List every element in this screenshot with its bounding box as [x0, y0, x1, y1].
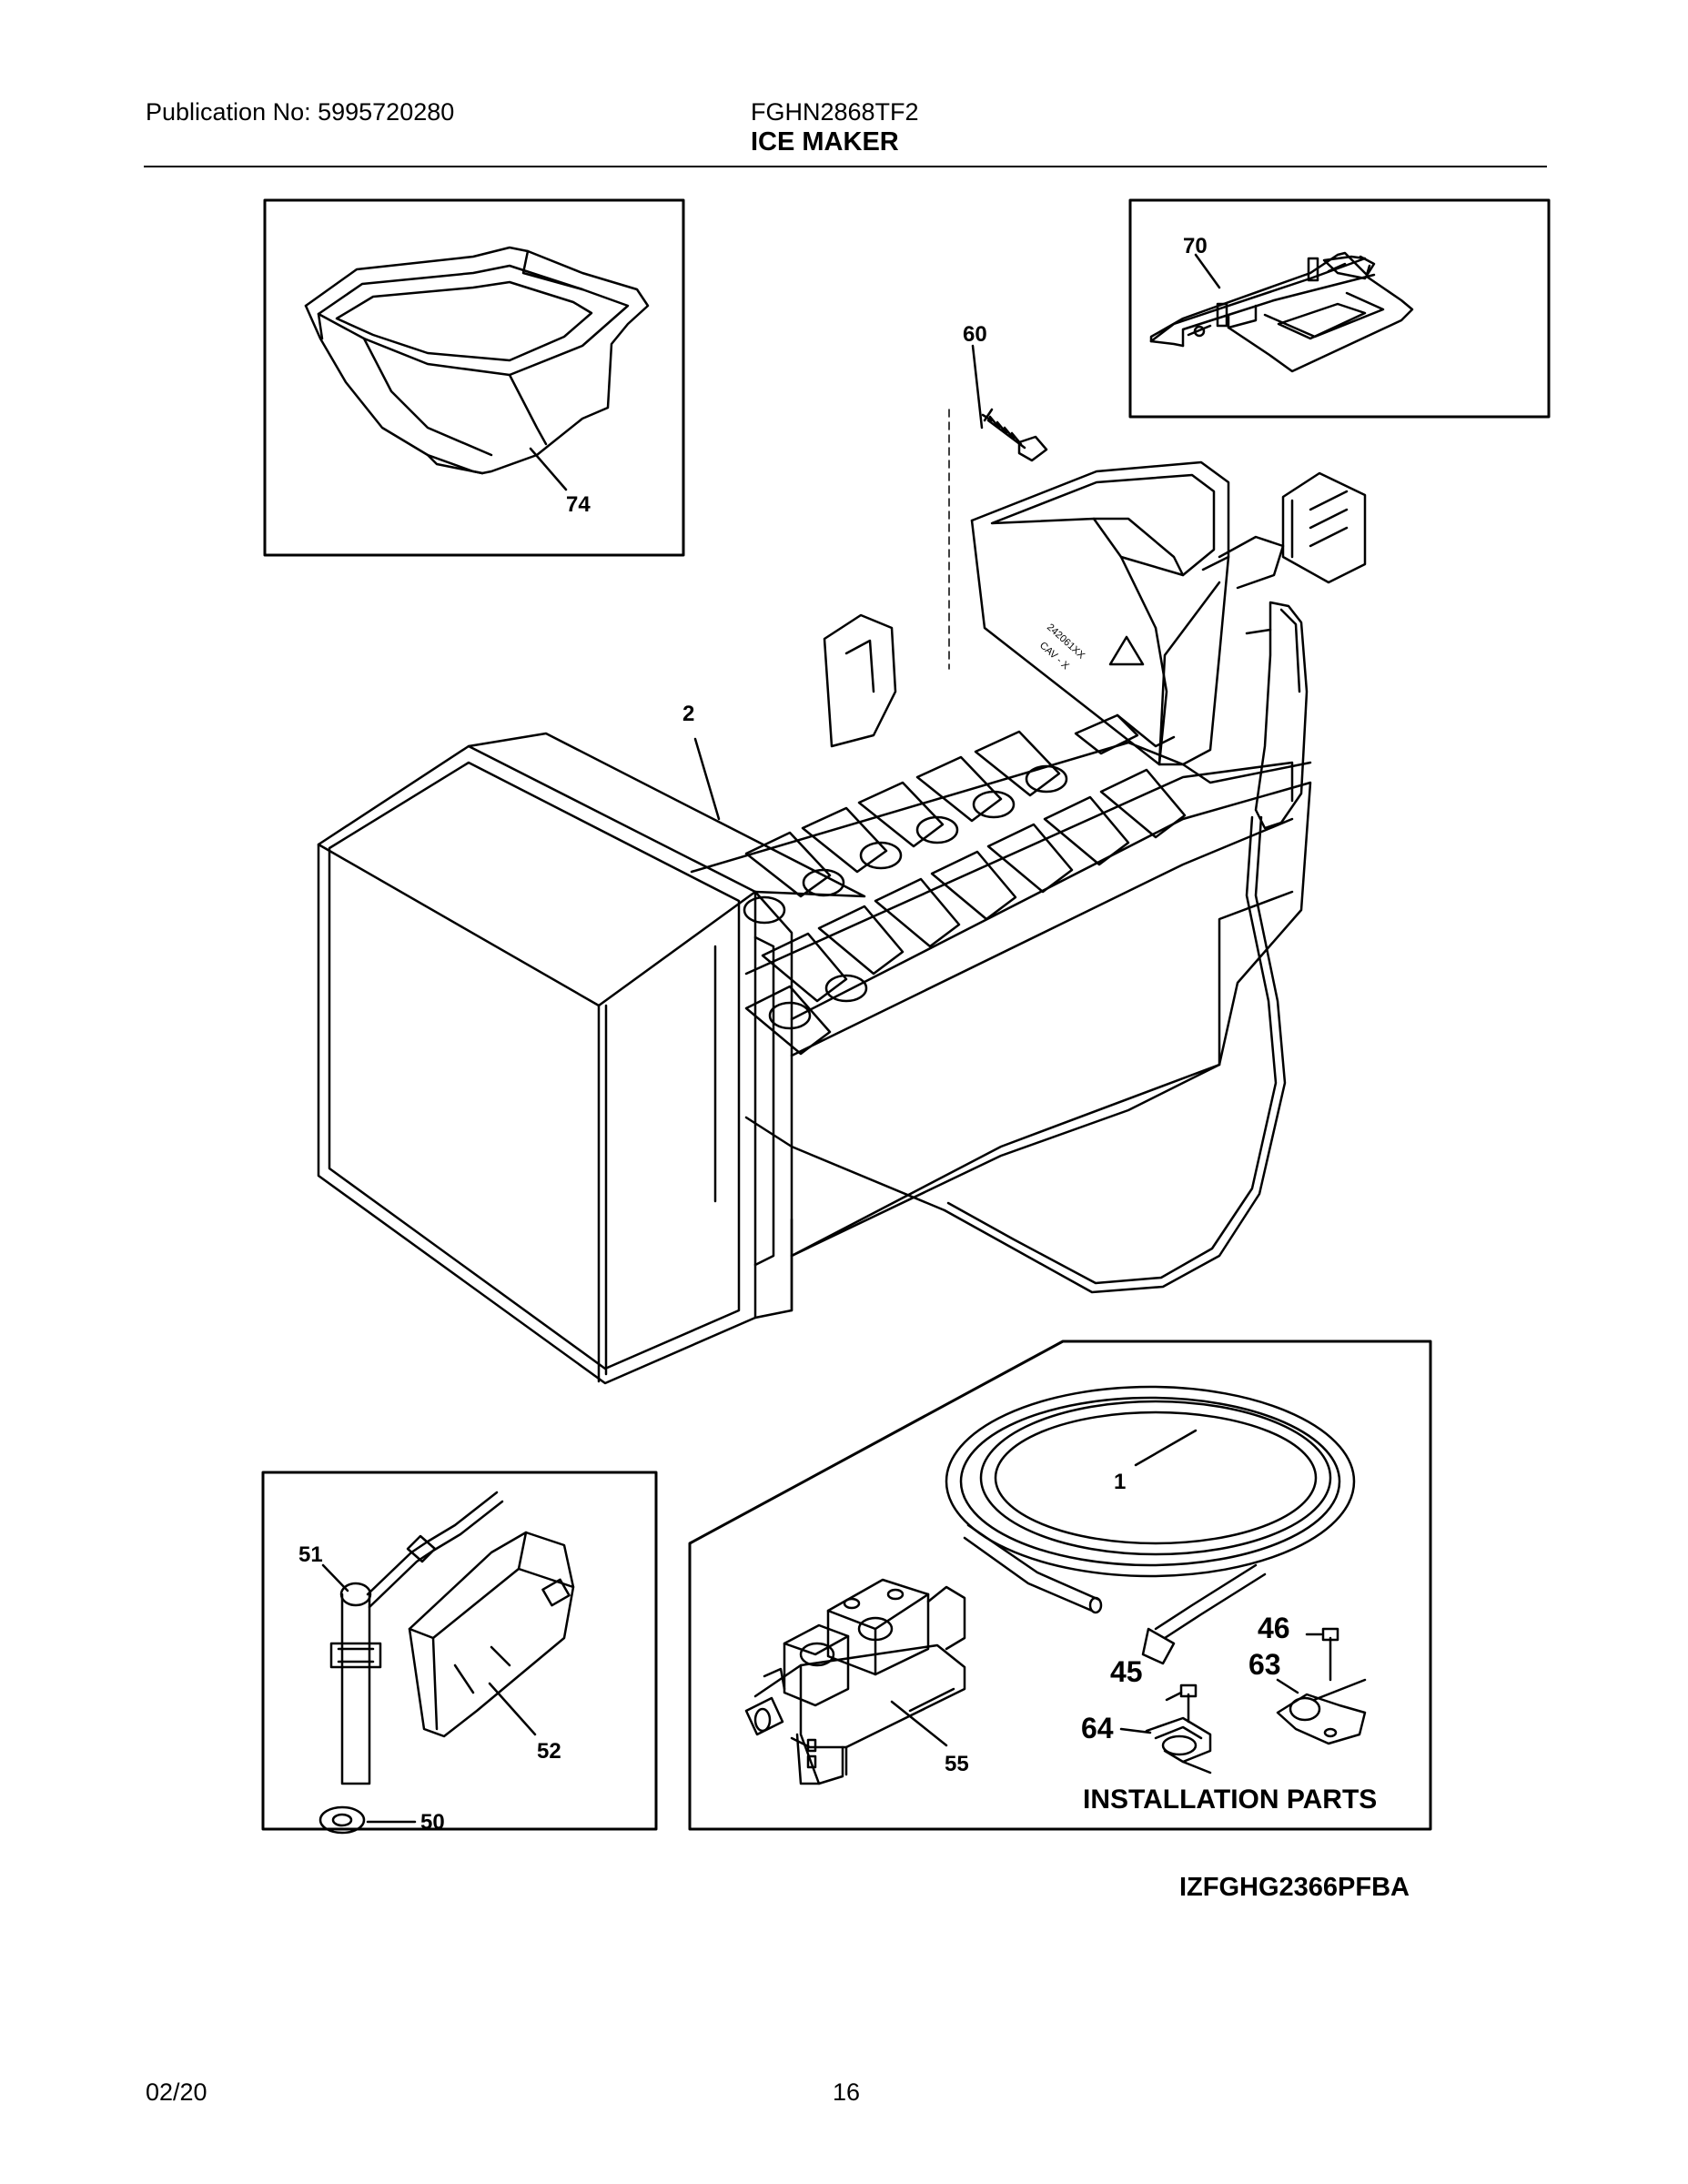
wire-harness-connector — [1218, 471, 1367, 590]
clamp-63-drawing — [1276, 1678, 1367, 1745]
shutoff-arm — [1245, 601, 1309, 830]
footer-date: 02/20 — [146, 2078, 207, 2106]
leader-2 — [693, 737, 721, 821]
leader-60 — [971, 344, 984, 430]
water-tube-coil — [945, 1385, 1356, 1665]
diagram-code: IZFGHG2366PFBA — [1179, 1873, 1410, 1902]
screw-45-drawing — [1179, 1684, 1198, 1724]
leader-52 — [488, 1682, 537, 1736]
callout-70: 70 — [1183, 234, 1208, 258]
water-valve-drawing — [744, 1578, 966, 1785]
ice-cups — [743, 764, 1068, 1030]
callout-2: 2 — [682, 702, 694, 726]
clamp-64-drawing — [1145, 1716, 1212, 1774]
model-number: FGHN2868TF2 — [751, 98, 919, 126]
page-title: ICE MAKER — [751, 127, 899, 157]
page-number: 16 — [833, 2078, 861, 2106]
screw-46-drawing — [1321, 1627, 1339, 1682]
header-rule — [144, 166, 1547, 167]
ice-bucket-drawing — [304, 246, 650, 475]
fill-tube-inset: 51 52 50 — [261, 1471, 658, 1835]
installation-parts-label: INSTALLATION PARTS — [1083, 1785, 1377, 1815]
publication-number: Publication No: 5995720280 — [146, 98, 455, 126]
callout-55: 55 — [945, 1752, 969, 1776]
installation-parts-inset: 1 55 — [688, 1340, 1432, 1831]
ice-maker-assembly: 242061XX CAV - X — [317, 460, 1367, 1385]
thermostat-wire — [744, 815, 1287, 1294]
callout-74: 74 — [566, 492, 591, 517]
callout-63: 63 — [1248, 1648, 1281, 1681]
washer-50-drawing — [318, 1805, 366, 1835]
leader-74 — [529, 447, 568, 491]
callout-51: 51 — [298, 1542, 323, 1567]
leader-63 — [1276, 1678, 1299, 1694]
mounting-bracket-inset: 70 — [1128, 198, 1551, 419]
screw-60: 60 — [948, 322, 1048, 670]
callout-50: 50 — [420, 1810, 445, 1835]
callout-46: 46 — [1258, 1612, 1290, 1644]
fill-cup: 242061XX CAV - X — [970, 460, 1230, 766]
callout-64: 64 — [1081, 1712, 1114, 1744]
ice-bucket-inset: 74 — [263, 198, 685, 557]
callout-1: 1 — [1114, 1470, 1126, 1494]
leader-1 — [1134, 1429, 1198, 1467]
leader-64 — [1119, 1727, 1152, 1734]
left-mount-bracket — [823, 613, 897, 748]
leader-45 — [1165, 1691, 1183, 1702]
callout-60: 60 — [963, 322, 987, 347]
leader-55 — [890, 1700, 948, 1747]
leader-51 — [321, 1563, 349, 1592]
leader-70 — [1194, 253, 1221, 289]
callout-45: 45 — [1110, 1655, 1143, 1688]
callout-52: 52 — [537, 1739, 561, 1764]
ejector-fingers — [744, 730, 1187, 1056]
fill-tube-cover-drawing — [408, 1531, 575, 1738]
mounting-bracket-drawing — [1149, 251, 1414, 373]
fill-tube-drawing — [329, 1491, 504, 1785]
